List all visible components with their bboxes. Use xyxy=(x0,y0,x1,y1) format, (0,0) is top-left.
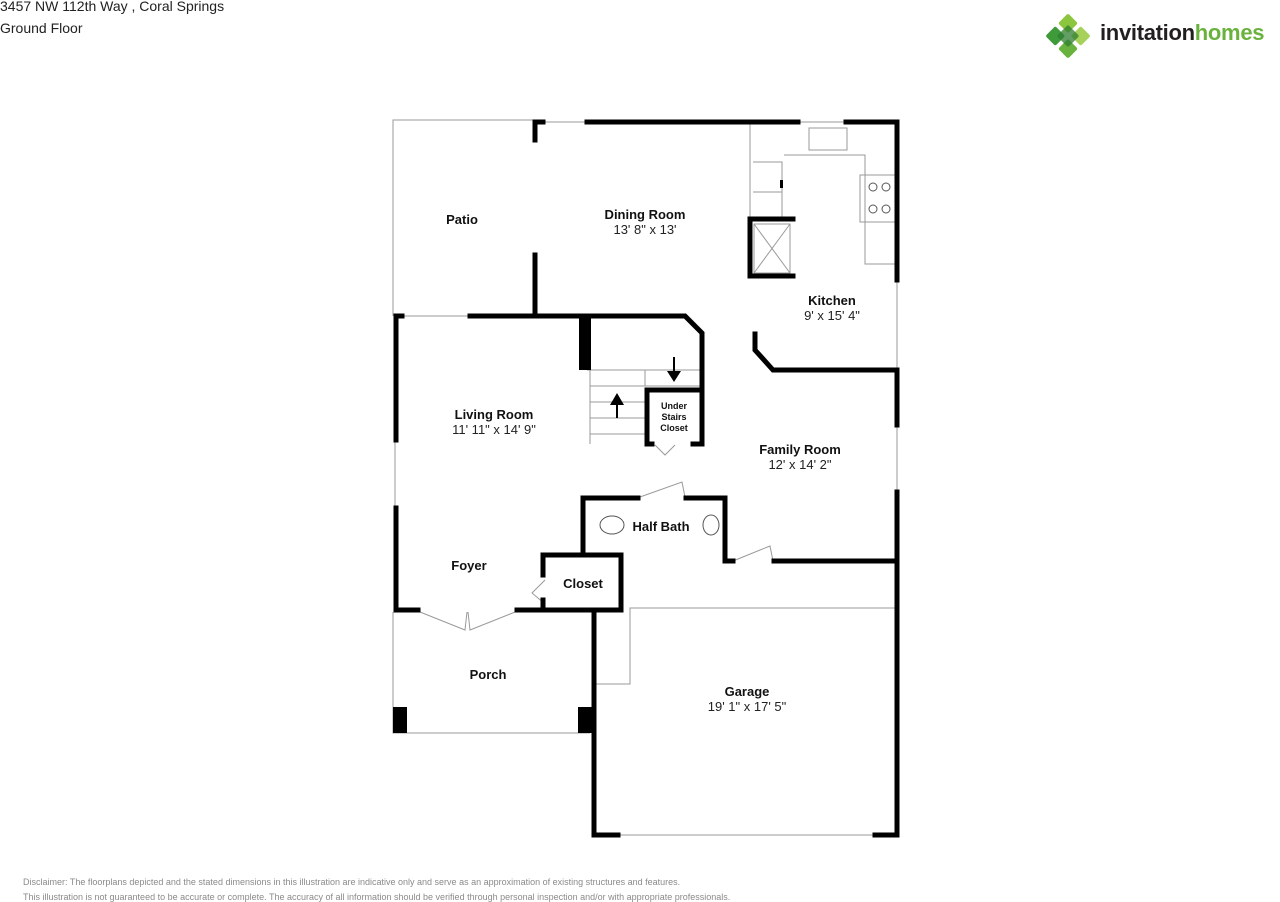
room-dimensions: 12' x 14' 2" xyxy=(768,457,832,472)
room-label-kitchen: Kitchen 9' x 15' 4" xyxy=(804,293,860,323)
room-name-line: Stairs xyxy=(661,412,687,422)
room-label-patio: Patio xyxy=(446,212,478,227)
room-name: Foyer xyxy=(451,558,487,573)
room-label-half-bath: Half Bath xyxy=(632,519,689,534)
disclaimer-line-2: This illustration is not guaranteed to b… xyxy=(23,892,731,902)
logo-word-homes: homes xyxy=(1194,20,1265,45)
room-label-garage: Garage 19' 1" x 17' 5" xyxy=(708,684,787,714)
room-name-line: Closet xyxy=(660,423,688,433)
room-name: Dining Room xyxy=(604,207,686,222)
room-label-closet: Closet xyxy=(563,576,603,591)
room-label-foyer: Foyer xyxy=(451,558,486,573)
room-name: Garage xyxy=(724,684,770,699)
clover-logo-icon xyxy=(1046,14,1090,58)
logo-word-invitation: invitation xyxy=(1100,20,1195,45)
room-name: Patio xyxy=(446,212,478,227)
property-address: 3457 NW 112th Way , Coral Springs xyxy=(0,0,225,14)
room-name-line: Under xyxy=(660,401,688,411)
room-label-living-room: Living Room 11' 11" x 14' 9" xyxy=(452,407,536,437)
room-label-family-room: Family Room 12' x 14' 2" xyxy=(759,442,841,472)
room-label-under-stairs-closet: Under Stairs Closet xyxy=(660,401,688,434)
room-label-dining-room: Dining Room 13' 8" x 13' xyxy=(605,207,686,237)
stair-post xyxy=(579,316,591,370)
room-name: Closet xyxy=(563,576,603,591)
room-dimensions: 9' x 15' 4" xyxy=(804,308,860,323)
floor-label: Ground Floor xyxy=(0,20,83,36)
logo-wordmark: invitationhomes xyxy=(1100,20,1265,46)
room-name: Kitchen xyxy=(808,293,856,308)
disclaimer-line-1: Disclaimer: The floorplans depicted and … xyxy=(23,877,681,887)
invitation-homes-logo: invitationhomes xyxy=(1044,12,1280,60)
room-dimensions: 11' 11" x 14' 9" xyxy=(452,422,536,437)
room-name: Family Room xyxy=(759,442,841,457)
room-dimensions: 19' 1" x 17' 5" xyxy=(707,699,787,714)
room-dimensions: 13' 8" x 13' xyxy=(613,222,677,237)
room-name: Living Room xyxy=(454,407,534,422)
room-name: Half Bath xyxy=(632,519,690,534)
room-label-porch: Porch xyxy=(470,667,507,682)
room-name: Porch xyxy=(469,667,507,682)
